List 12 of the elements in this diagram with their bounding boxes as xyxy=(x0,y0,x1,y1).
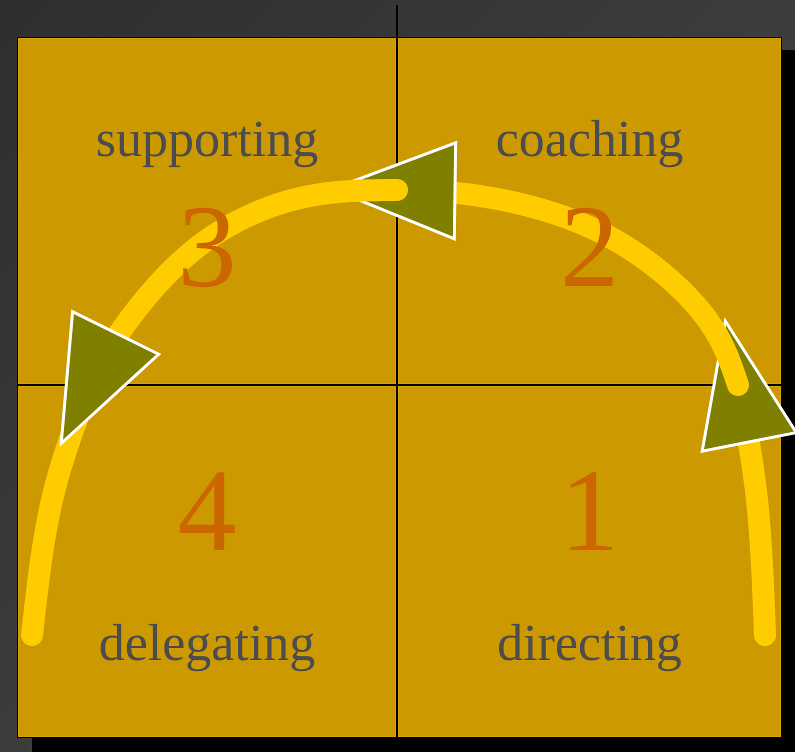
quadrant-box xyxy=(397,385,782,738)
stage-number: 2 xyxy=(559,188,620,306)
quadrant-box xyxy=(17,37,397,385)
arc-arrow xyxy=(60,179,408,445)
quadrant-box xyxy=(397,37,782,385)
quadrant-label: directing xyxy=(496,618,683,670)
quadrant-label: coaching xyxy=(494,114,684,166)
quadrant-label: supporting xyxy=(94,114,320,166)
quadrant-box xyxy=(17,385,397,738)
quadrant-label: delegating xyxy=(98,618,316,670)
arc-arrow xyxy=(700,320,795,646)
stage-number: 3 xyxy=(176,188,238,306)
